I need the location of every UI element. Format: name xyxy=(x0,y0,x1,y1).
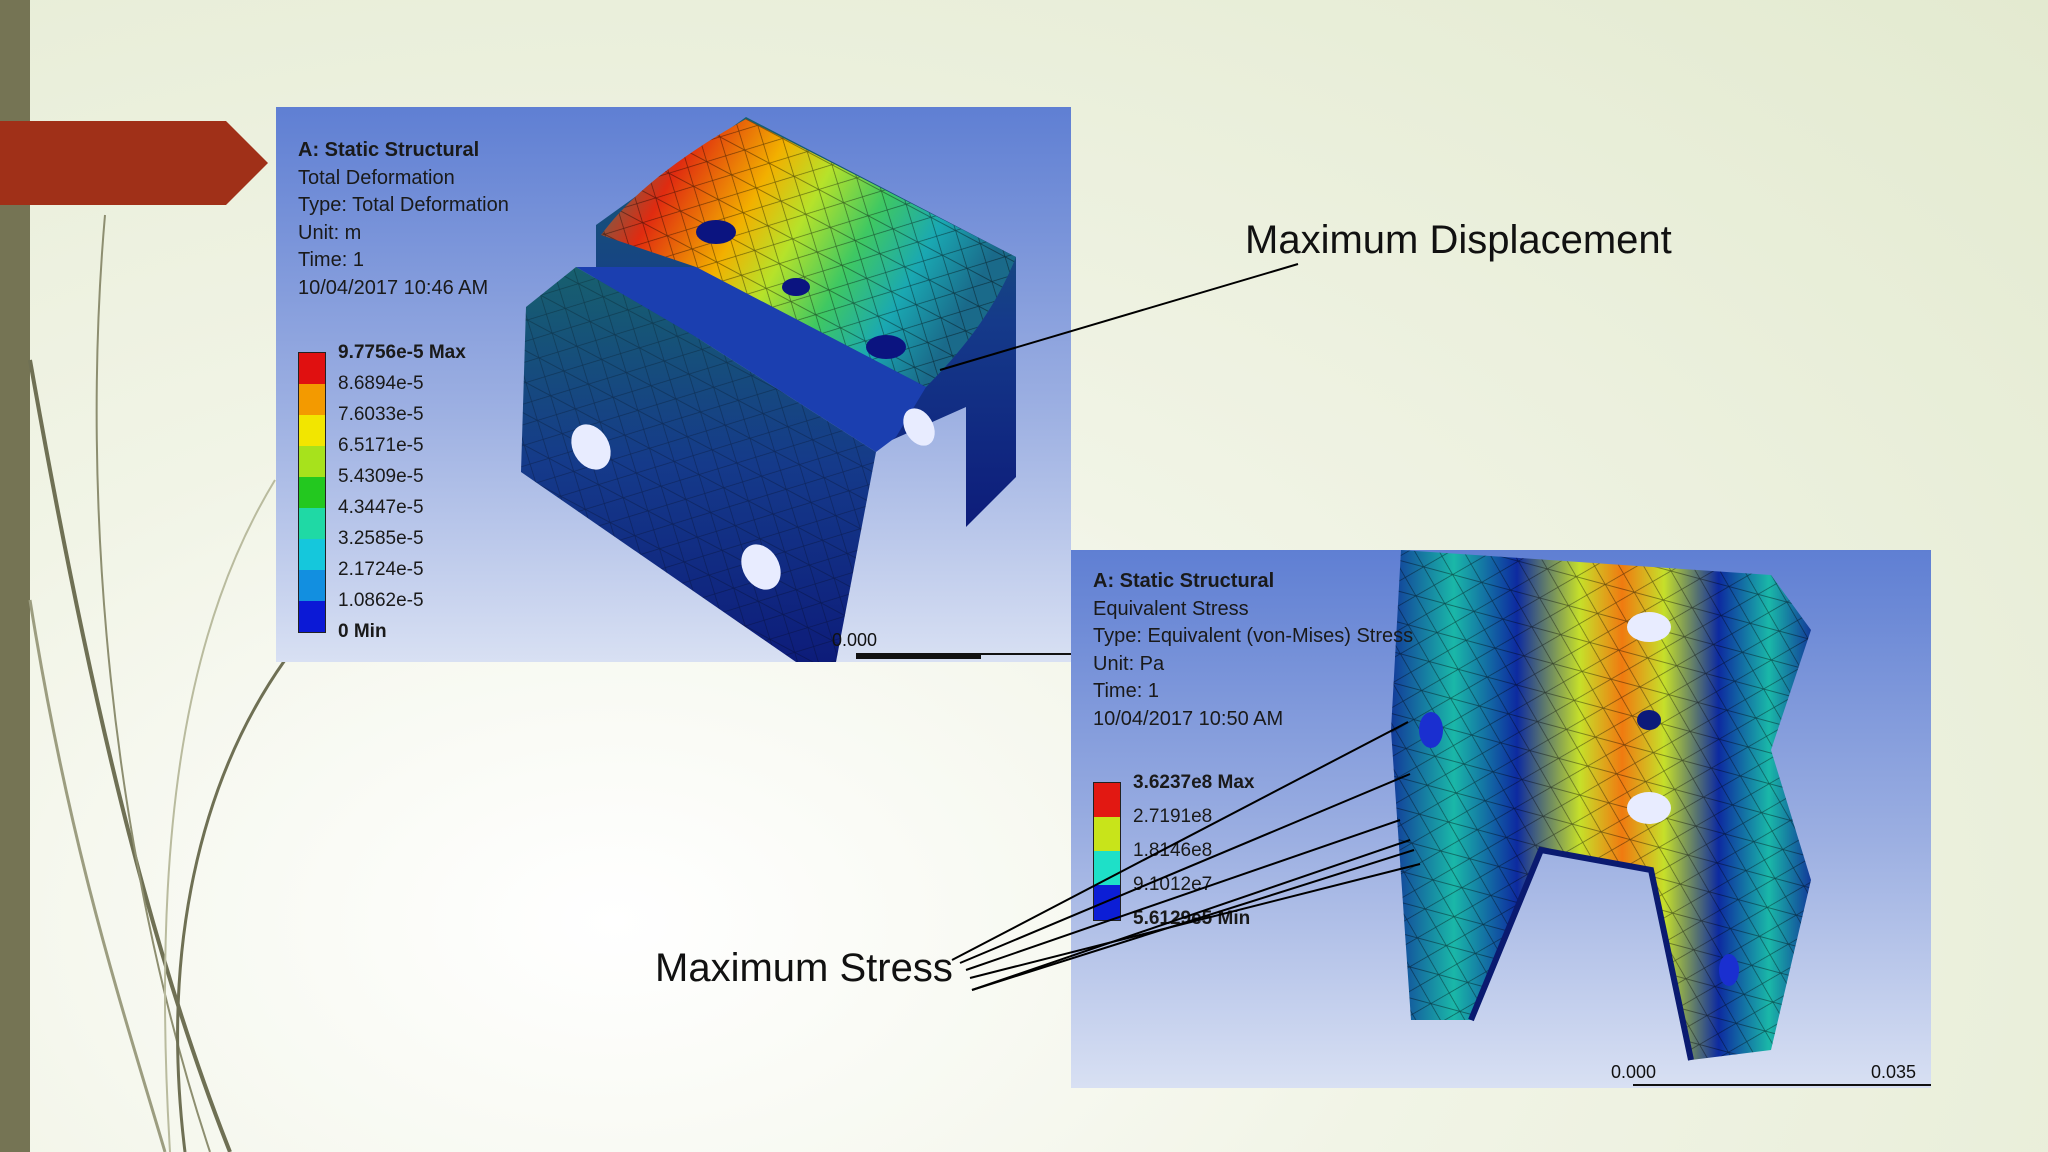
stress-scale-label-start: 0.000 xyxy=(1611,1062,1657,1082)
deformation-timestamp: 10/04/2017 10:46 AM xyxy=(298,276,489,299)
deformation-result-name: Total Deformation xyxy=(298,166,455,189)
deformation-scale-label: 0.000 xyxy=(832,630,878,650)
max-stress-callout: Maximum Stress xyxy=(655,946,953,990)
legend-swatch xyxy=(299,446,325,477)
legend-swatch xyxy=(299,415,325,446)
stress-legend-label: 2.7191e8 xyxy=(1133,806,1213,827)
arrow-icon xyxy=(0,121,268,205)
stress-legend-bar xyxy=(1093,782,1121,921)
stress-time: Time: 1 xyxy=(1093,680,1159,702)
legend-swatch xyxy=(1094,885,1120,920)
deformation-legend-label: 3.2585e-5 xyxy=(338,528,424,549)
legend-swatch xyxy=(299,353,325,384)
deformation-legend-max: 9.7756e-5 Max xyxy=(338,342,466,363)
stress-legend-label: 1.8146e8 xyxy=(1133,840,1213,861)
deformation-bracket-model xyxy=(521,117,1016,662)
legend-swatch xyxy=(1094,851,1120,885)
stress-scale-label-end: 0.035 xyxy=(1871,1062,1917,1082)
deformation-result-panel: A: Static Structural Total Deformation T… xyxy=(276,107,1071,662)
stress-result-name: Equivalent Stress xyxy=(1093,597,1249,620)
legend-swatch xyxy=(299,539,325,570)
swoosh-lines xyxy=(28,359,232,1152)
legend-swatch xyxy=(299,570,325,601)
stress-info: A: Static Structural Equivalent Stress T… xyxy=(1093,568,1413,733)
deformation-time: Time: 1 xyxy=(298,249,364,271)
deformation-analysis-title: A: Static Structural xyxy=(298,139,480,161)
stress-analysis-title: A: Static Structural xyxy=(1093,570,1275,592)
legend-swatch xyxy=(299,508,325,539)
max-displacement-callout: Maximum Displacement xyxy=(1245,218,1672,262)
deformation-info: A: Static Structural Total Deformation T… xyxy=(298,137,509,302)
legend-swatch xyxy=(1094,783,1120,817)
legend-swatch xyxy=(299,384,325,415)
deformation-legend-bar xyxy=(298,352,326,633)
stress-legend-min: 5.6129e5 Min xyxy=(1133,908,1251,929)
deformation-legend-label: 2.1724e-5 xyxy=(338,559,424,580)
deformation-legend-label: 5.4309e-5 xyxy=(338,466,424,487)
deformation-legend-label: 1.0862e-5 xyxy=(338,590,424,611)
stress-timestamp: 10/04/2017 10:50 AM xyxy=(1093,707,1284,730)
deformation-legend-label: 8.6894e-5 xyxy=(338,373,424,394)
deformation-legend-label: 6.5171e-5 xyxy=(338,435,424,456)
legend-swatch xyxy=(299,601,325,632)
legend-swatch xyxy=(1094,817,1120,851)
stress-bracket-model xyxy=(1391,550,1811,1061)
stress-result-type: Type: Equivalent (von-Mises) Stress xyxy=(1093,625,1414,647)
stress-result-panel: A: Static Structural Equivalent Stress T… xyxy=(1071,550,1931,1088)
stress-legend-max: 3.6237e8 Max xyxy=(1133,772,1255,793)
deformation-color-legend: 9.7756e-5 Max 8.6894e-5 7.6033e-5 6.5171… xyxy=(298,342,498,642)
deformation-legend-label: 4.3447e-5 xyxy=(338,497,424,518)
stress-unit: Unit: Pa xyxy=(1093,652,1165,675)
legend-swatch xyxy=(299,477,325,508)
stress-color-legend: 3.6237e8 Max 2.7191e8 1.8146e8 9.1012e7 … xyxy=(1093,772,1293,929)
deformation-result-type: Type: Total Deformation xyxy=(298,194,509,216)
deformation-unit: Unit: m xyxy=(298,221,362,244)
deformation-legend-min: 0 Min xyxy=(338,621,387,642)
stress-legend-label: 9.1012e7 xyxy=(1133,874,1213,895)
stress-scale-bar xyxy=(1633,1084,1931,1086)
deformation-legend-label: 7.6033e-5 xyxy=(338,404,424,425)
